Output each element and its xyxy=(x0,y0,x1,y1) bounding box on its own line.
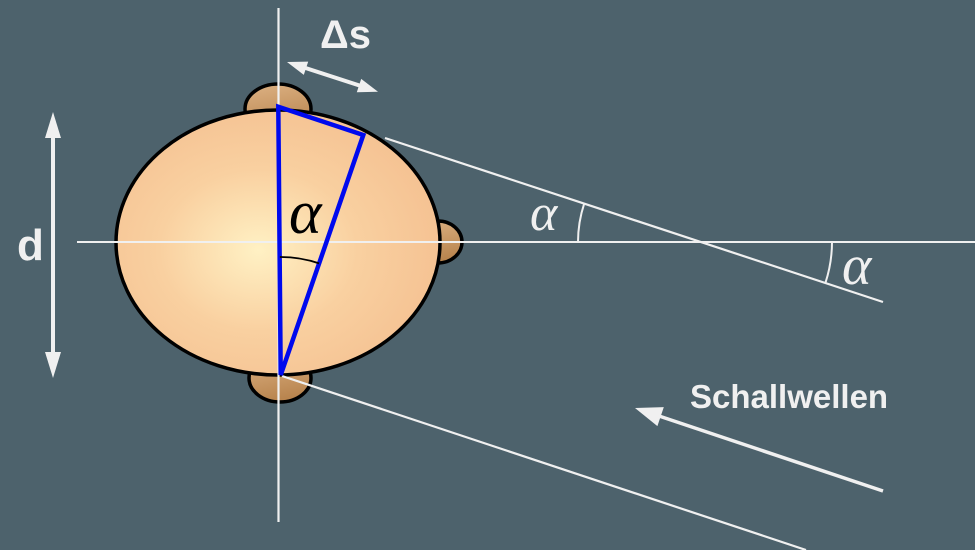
alpha-head-label: α xyxy=(289,179,323,247)
sound-wave-arrow xyxy=(635,407,884,493)
path-difference-triangle xyxy=(276,103,367,376)
d-arrow-head-bottom xyxy=(45,352,61,378)
delta-s-label: Δs xyxy=(320,13,371,57)
angle-arc-head xyxy=(279,256,320,265)
sound-wave-arrow-shaft xyxy=(658,414,884,493)
delta-s-arrow-head-right xyxy=(356,78,378,93)
d-label: d xyxy=(17,221,44,270)
d-dimension-arrow xyxy=(45,112,61,378)
delta-s-arrow-head-left xyxy=(287,61,309,75)
alpha-lower-label: α xyxy=(842,235,873,297)
delta-s-arrow xyxy=(287,61,378,93)
schallwellen-label: Schallwellen xyxy=(690,378,888,415)
d-arrow-head-top xyxy=(45,112,61,138)
alpha-upper-label: α xyxy=(530,185,559,242)
angle-arc-lower xyxy=(824,241,833,284)
wavefront-line xyxy=(281,374,807,550)
sound-ray-line xyxy=(384,136,884,304)
angle-arc-upper xyxy=(577,203,586,243)
sound-wave-arrow-head xyxy=(635,407,664,427)
delta-s-arrow-shaft xyxy=(303,65,362,88)
